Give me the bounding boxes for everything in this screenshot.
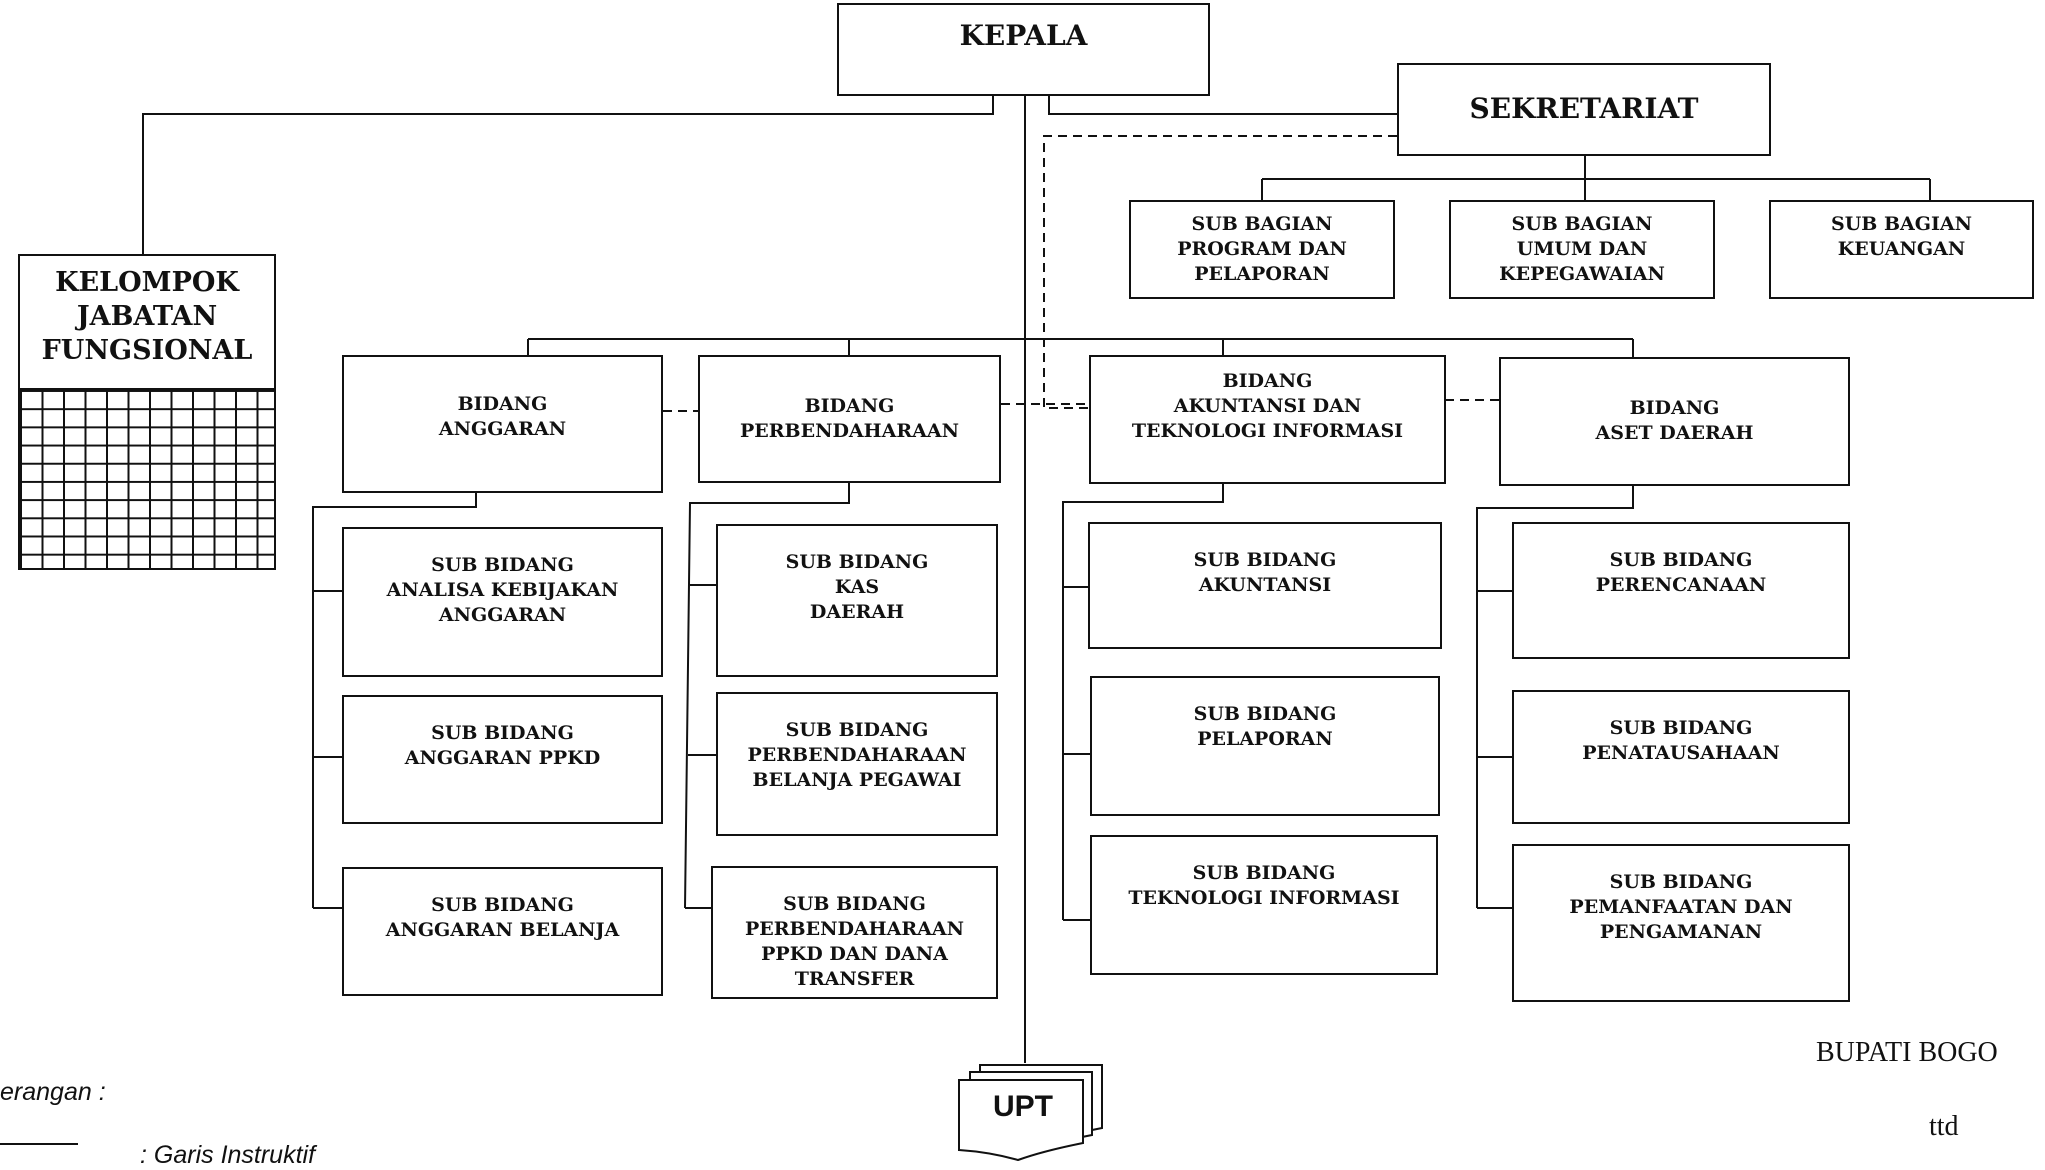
sub-bidang-analisa-box: SUB BIDANG ANALISA KEBIJAKAN ANGGARAN bbox=[342, 527, 663, 677]
kelompok-grid bbox=[18, 388, 276, 570]
sub-bidang-perencanaan-box: SUB BIDANG PERENCANAAN bbox=[1512, 522, 1850, 659]
bidang-aset-box: BIDANG ASET DAERAH bbox=[1499, 357, 1850, 486]
sub-bidang-pelaporan-box: SUB BIDANG PELAPORAN bbox=[1090, 676, 1440, 816]
bidang-anggaran-box: BIDANG ANGGARAN bbox=[342, 355, 663, 493]
kepala-box: KEPALA bbox=[837, 3, 1210, 96]
sub-bagian-keuangan-box: SUB BAGIAN KEUANGAN bbox=[1769, 200, 2034, 299]
bidang-akuntansi-box: BIDANG AKUNTANSI DAN TEKNOLOGI INFORMASI bbox=[1089, 355, 1446, 484]
upt-document-stack bbox=[958, 1064, 1103, 1161]
sub-bidang-kas-box: SUB BIDANG KAS DAERAH bbox=[716, 524, 998, 677]
upt-label: UPT bbox=[993, 1090, 1053, 1123]
signature-ttd: ttd bbox=[1929, 1111, 1959, 1142]
sub-bidang-pemanfaatan-box: SUB BIDANG PEMANFAATAN DAN PENGAMANAN bbox=[1512, 844, 1850, 1002]
sub-bidang-anggaran-belanja-box: SUB BIDANG ANGGARAN BELANJA bbox=[342, 867, 663, 996]
kelompok-jabatan-fungsional-box: KELOMPOK JABATAN FUNGSIONAL bbox=[18, 254, 276, 390]
legend-title: erangan : bbox=[0, 1078, 106, 1106]
sub-bidang-penatausahaan-box: SUB BIDANG PENATAUSAHAAN bbox=[1512, 690, 1850, 824]
sub-bidang-anggaran-ppkd-box: SUB BIDANG ANGGARAN PPKD bbox=[342, 695, 663, 824]
sub-bidang-akuntansi-box: SUB BIDANG AKUNTANSI bbox=[1088, 522, 1442, 649]
sub-bidang-ppkd-transfer-box: SUB BIDANG PERBENDAHARAAN PPKD DAN DANA … bbox=[711, 866, 998, 999]
sub-bagian-program-box: SUB BAGIAN PROGRAM DAN PELAPORAN bbox=[1129, 200, 1395, 299]
signature-title: BUPATI BOGO bbox=[1816, 1037, 1998, 1068]
sub-bidang-belanja-pegawai-box: SUB BIDANG PERBENDAHARAAN BELANJA PEGAWA… bbox=[716, 692, 998, 836]
sub-bagian-umum-box: SUB BAGIAN UMUM DAN KEPEGAWAIAN bbox=[1449, 200, 1715, 299]
sekretariat-box: SEKRETARIAT bbox=[1397, 63, 1771, 156]
legend-garis-instruktif: : Garis Instruktif bbox=[140, 1141, 316, 1169]
sub-bidang-ti-box: SUB BIDANG TEKNOLOGI INFORMASI bbox=[1090, 835, 1438, 975]
bidang-perbendaharaan-box: BIDANG PERBENDAHARAAN bbox=[698, 355, 1001, 483]
